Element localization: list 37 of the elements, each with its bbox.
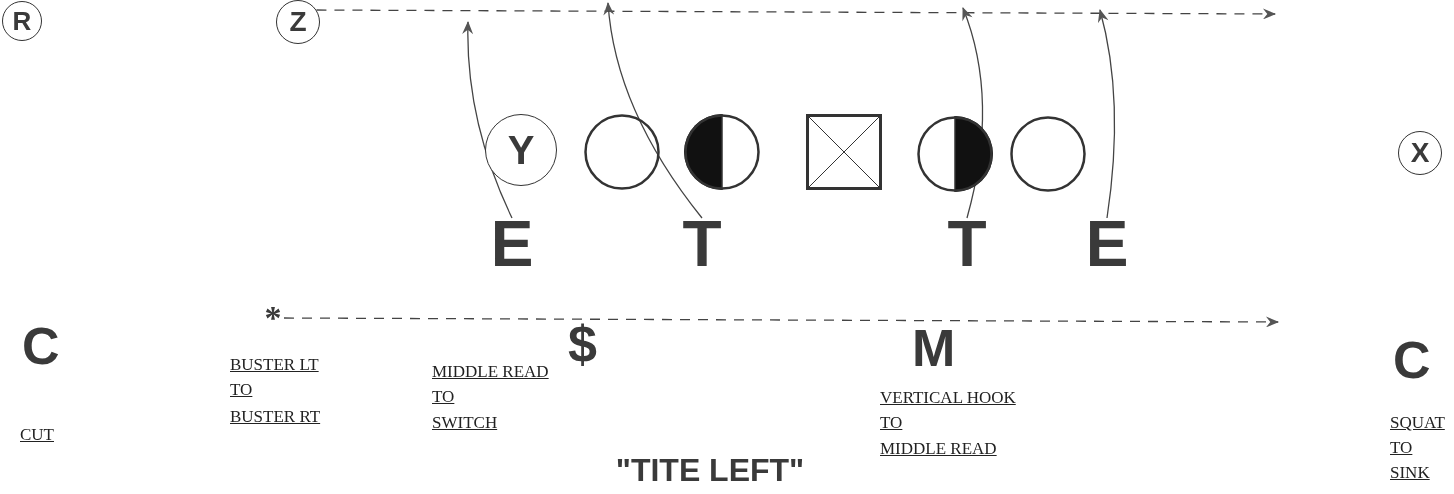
defender-letter: T [680,218,724,270]
defender-letter: T [945,218,989,270]
player-mark: * [262,304,284,332]
motion-arrow [283,316,1280,328]
half-filled-circle [684,114,760,190]
route-arrow [1097,8,1116,219]
assignment-text: SQUAT [1390,413,1445,434]
route-arrow [603,1,703,219]
lineman-circle [584,114,660,190]
assignment-text: CUT [20,425,54,446]
position-letter: M [912,322,956,374]
player-circle: R [2,1,42,41]
player-circle: Y [485,114,557,186]
assignment-text: BUSTER LT [230,355,319,376]
half-filled-circle [917,116,993,192]
assignment-text: MIDDLE READ [432,362,549,383]
assignment-text: TO [880,413,903,434]
center-square [806,114,882,190]
assignment-text: TO [1390,438,1413,459]
assignment-text: VERTICAL HOOK [880,388,1016,409]
player-circle: X [1398,131,1442,175]
assignment-text: TO [230,380,253,401]
assignment-text: MIDDLE READ [880,439,997,460]
play-title: "TITE LEFT" [614,452,806,489]
defender-letter: E [490,218,534,270]
position-letter: C [1393,334,1431,386]
position-letter: C [22,320,60,372]
lineman-circle [1010,116,1086,192]
motion-arrow [315,8,1277,20]
assignment-text: SWITCH [432,413,498,434]
player-circle: Z [276,0,320,44]
position-letter: $ [568,318,597,370]
defender-letter: E [1085,218,1129,270]
assignment-text: SINK [1390,463,1430,484]
assignment-text: BUSTER RT [230,407,321,428]
route-arrow [462,20,513,219]
assignment-text: TO [432,387,455,408]
